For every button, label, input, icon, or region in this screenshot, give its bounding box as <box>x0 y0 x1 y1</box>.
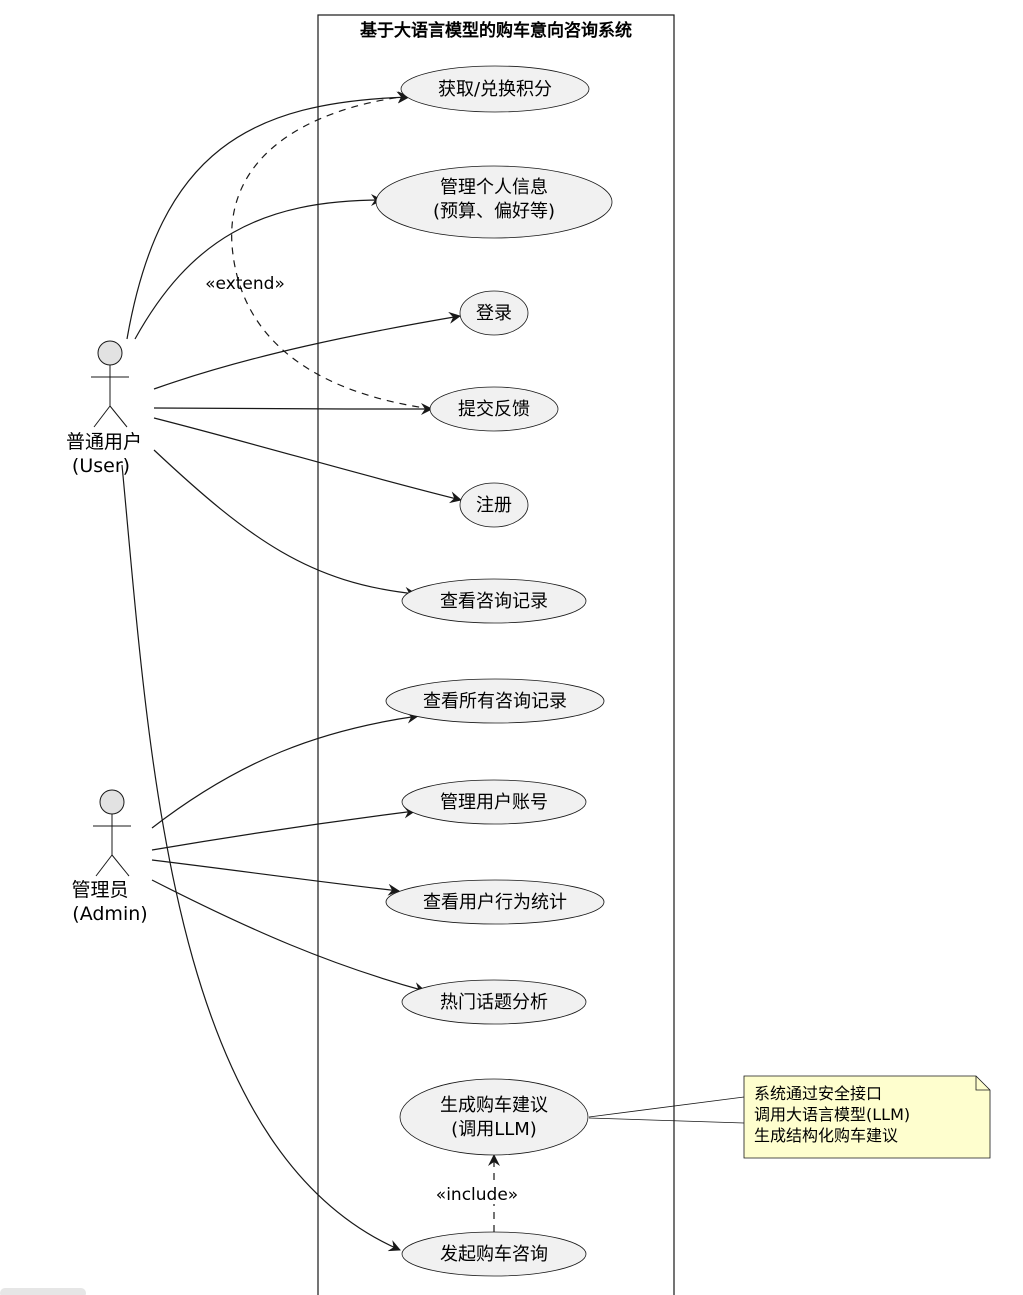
link-admin-all-history <box>151 711 419 829</box>
link-admin-topics <box>151 879 426 994</box>
usecase-points-label: 获取/兑换积分 <box>438 79 552 100</box>
usecase-advice-label-2: (调用LLM) <box>451 1119 537 1140</box>
usecase-all-history[interactable]: 查看所有咨询记录 <box>385 678 605 724</box>
usecase-all-history-label: 查看所有咨询记录 <box>423 691 567 712</box>
note: 系统通过安全接口 调用大语言模型(LLM) 生成结构化购车建议 <box>588 1075 991 1159</box>
usecase-topics-label: 热门话题分析 <box>440 992 548 1013</box>
link-user-feedback <box>153 402 433 415</box>
actor-user-role: (User) <box>72 455 130 477</box>
extend-feedback-points <box>231 91 433 410</box>
usecase-accounts[interactable]: 管理用户账号 <box>401 779 587 825</box>
note-line-1: 系统通过安全接口 <box>754 1084 882 1103</box>
actor-admin-head <box>99 789 125 815</box>
usecase-accounts-label: 管理用户账号 <box>440 792 548 813</box>
link-user-profile <box>134 194 383 340</box>
usecase-login-label: 登录 <box>476 303 512 324</box>
usecase-feedback[interactable]: 提交反馈 <box>429 386 559 432</box>
note-connector-top <box>588 1096 745 1118</box>
note-line-2: 调用大语言模型(LLM) <box>754 1105 910 1124</box>
note-box <box>743 1075 991 1159</box>
link-user-points <box>126 91 410 340</box>
include-label-bg <box>430 1182 522 1204</box>
usecase-topics[interactable]: 热门话题分析 <box>401 979 587 1025</box>
note-line-3: 生成结构化购车建议 <box>754 1126 898 1145</box>
scroll-handle[interactable] <box>0 1288 86 1295</box>
include-label: «include» <box>436 1185 518 1205</box>
usecase-history-label: 查看咨询记录 <box>440 591 548 612</box>
actor-admin-name: 管理员 <box>71 879 128 901</box>
usecase-consult-label: 发起购车咨询 <box>440 1244 548 1265</box>
note-connector-bottom <box>588 1117 745 1124</box>
system-title: 基于大语言模型的购车意向咨询系统 <box>359 20 632 41</box>
usecase-points[interactable]: 获取/兑换积分 <box>400 65 590 113</box>
link-admin-accounts <box>151 806 416 851</box>
extend-label: «extend» <box>205 274 285 294</box>
link-user-consult <box>121 464 401 1252</box>
link-user-login <box>153 311 461 390</box>
actor-admin-role: (Admin) <box>72 903 147 925</box>
usecase-login[interactable]: 登录 <box>459 290 529 336</box>
actor-user-name: 普通用户 <box>66 431 142 453</box>
usecase-feedback-label: 提交反馈 <box>458 399 530 420</box>
note-corner <box>975 1076 990 1091</box>
actor-user[interactable]: 普通用户 (User) <box>66 340 142 477</box>
usecase-history[interactable]: 查看咨询记录 <box>401 578 587 624</box>
system-boundary: 基于大语言模型的购车意向咨询系统 <box>317 14 675 1295</box>
usecase-stats-label: 查看用户行为统计 <box>423 892 567 913</box>
usecase-stats[interactable]: 查看用户行为统计 <box>385 879 605 925</box>
usecase-advice-label-1: 生成购车建议 <box>440 1095 548 1116</box>
usecase-register-label: 注册 <box>476 495 512 516</box>
link-admin-stats <box>151 859 400 896</box>
link-user-history <box>153 449 417 599</box>
actor-admin[interactable]: 管理员 (Admin) <box>71 789 148 925</box>
usecase-profile-label-1: 管理个人信息 <box>440 177 548 198</box>
usecase-advice[interactable]: 生成购车建议 (调用LLM) <box>399 1078 589 1156</box>
usecase-register[interactable]: 注册 <box>459 482 529 528</box>
usecase-profile-label-2: (预算、偏好等) <box>433 201 555 222</box>
actor-user-head <box>97 340 123 366</box>
usecase-profile[interactable]: 管理个人信息 (预算、偏好等) <box>375 165 613 239</box>
link-user-register <box>153 417 462 504</box>
usecase-consult[interactable]: 发起购车咨询 <box>401 1231 587 1277</box>
